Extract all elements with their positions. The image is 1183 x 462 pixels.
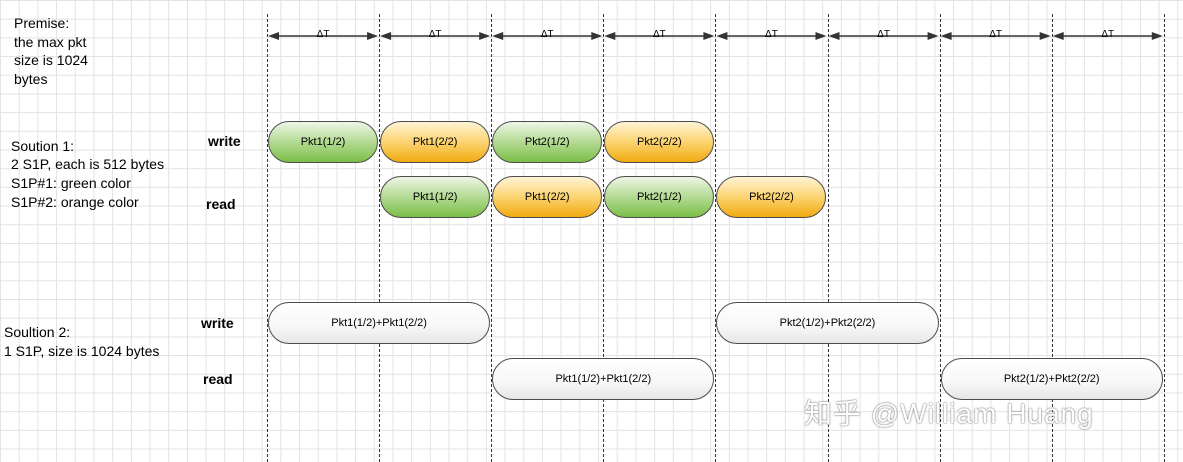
- packet-block: Pkt1(1/2)+Pkt1(2/2): [492, 358, 715, 400]
- arrow-head-right-icon: [591, 32, 603, 40]
- arrow-head-right-icon: [703, 32, 715, 40]
- packet-block: Pkt1(2/2): [492, 176, 603, 218]
- delta-t-label: ΔT: [989, 29, 1003, 40]
- delta-t-label: ΔT: [428, 29, 442, 40]
- arrow-head-right-icon: [927, 32, 939, 40]
- arrow-head-left-icon: [268, 32, 279, 40]
- solution1-desc: 2 S1P, each is 512 bytes: [11, 156, 165, 172]
- time-boundary-line: [491, 14, 493, 462]
- time-boundary-line: [267, 14, 268, 462]
- packet-block: Pkt1(1/2): [268, 121, 379, 163]
- solution1-orange-note: S1P#2: orange color: [11, 194, 139, 210]
- arrow-head-right-icon: [815, 32, 827, 40]
- arrow-head-left-icon: [380, 32, 392, 40]
- arrow-head-left-icon: [1052, 32, 1064, 40]
- arrow-head-left-icon: [716, 32, 728, 40]
- arrow-head-left-icon: [492, 32, 504, 40]
- premise-line-3: size is 1024: [14, 52, 88, 68]
- solution1-read-label: read: [206, 196, 236, 212]
- delta-t-label: ΔT: [540, 29, 554, 40]
- time-boundary-line: [1163, 14, 1165, 462]
- arrow-head-right-icon: [367, 32, 379, 40]
- time-boundary-line: [939, 14, 941, 462]
- solution1-green-note: S1P#1: green color: [11, 175, 131, 191]
- arrow-head-right-icon: [479, 32, 491, 40]
- packet-block: Pkt1(2/2): [380, 121, 491, 163]
- packet-block: Pkt1(1/2): [380, 176, 491, 218]
- arrow-head-right-icon: [1151, 32, 1163, 40]
- solution2-write-label: write: [201, 315, 234, 331]
- arrow-head-left-icon: [940, 32, 952, 40]
- delta-t-label: ΔT: [316, 29, 330, 40]
- delta-t-label: ΔT: [877, 29, 890, 40]
- delta-t-label: ΔT: [765, 29, 778, 40]
- delta-t-label: ΔT: [652, 29, 666, 40]
- premise-line-2: the max pkt: [14, 34, 87, 50]
- time-boundary-line: [827, 14, 829, 462]
- time-boundary-line: [603, 14, 605, 462]
- packet-block: Pkt2(1/2): [604, 176, 715, 218]
- premise-line-4: bytes: [14, 71, 48, 87]
- time-boundary-line: [379, 14, 381, 462]
- arrow-head-left-icon: [828, 32, 840, 40]
- time-boundary-line: [1051, 14, 1053, 462]
- solution2-desc: 1 S1P, size is 1024 bytes: [4, 343, 160, 359]
- packet-block: Pkt2(1/2)+Pkt2(2/2): [940, 358, 1163, 400]
- solution1-write-label: write: [208, 133, 241, 149]
- packet-block: Pkt2(2/2): [604, 121, 715, 163]
- premise-line-1: Premise:: [14, 15, 70, 31]
- watermark: 知乎 @William Huang: [804, 398, 1094, 429]
- packet-block: Pkt1(1/2)+Pkt1(2/2): [268, 302, 491, 344]
- delta-t-label: ΔT: [1101, 29, 1115, 40]
- solution2-title: Soultion 2:: [4, 324, 71, 340]
- packet-block: Pkt2(1/2): [492, 121, 603, 163]
- solution1-title: Soution 1:: [11, 138, 75, 154]
- packet-block: Pkt2(1/2)+Pkt2(2/2): [716, 302, 939, 344]
- arrow-head-left-icon: [604, 32, 616, 40]
- arrow-head-right-icon: [1039, 32, 1051, 40]
- time-boundary-line: [715, 14, 717, 462]
- solution2-read-label: read: [203, 371, 233, 387]
- packet-block: Pkt2(2/2): [716, 176, 827, 218]
